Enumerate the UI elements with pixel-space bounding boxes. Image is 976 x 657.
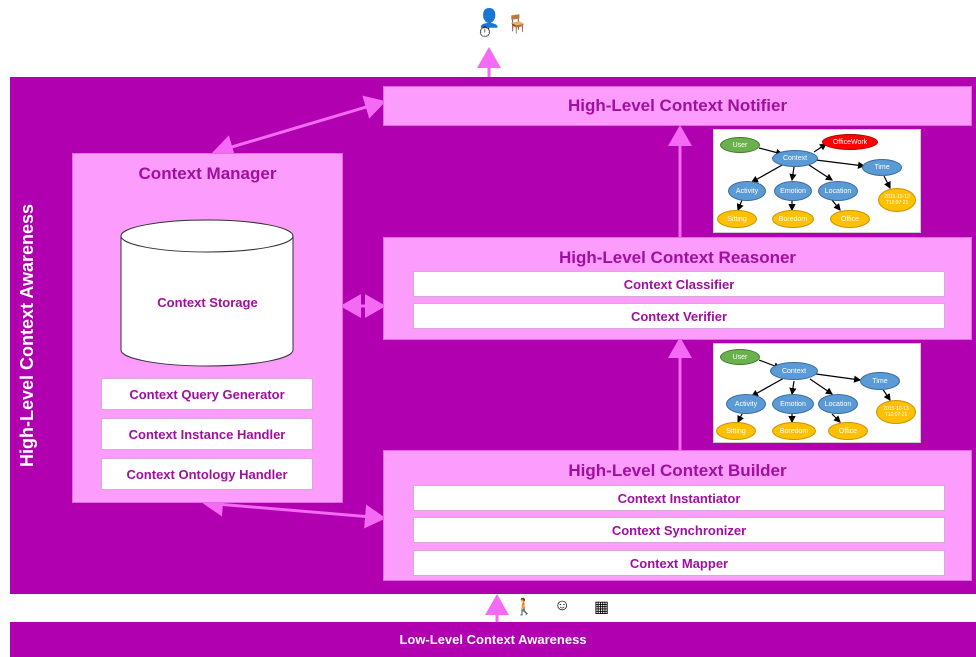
- context-instance-handler: Context Instance Handler: [101, 418, 313, 450]
- graph-node-activity: Activity: [726, 394, 766, 414]
- context-query-generator: Context Query Generator: [101, 378, 313, 410]
- graph-node-user: User: [720, 349, 760, 365]
- context-verifier: Context Verifier: [413, 303, 945, 329]
- graph-node-time: Time: [860, 372, 900, 390]
- graph-node-boredom: Boredom: [772, 210, 814, 228]
- context-mapper: Context Mapper: [413, 550, 945, 576]
- graph-node-location: Location: [818, 181, 858, 201]
- graph-node-context: Context: [770, 362, 818, 380]
- context-builder-title: High-Level Context Builder: [568, 461, 787, 480]
- context-notifier-title: High-Level Context Notifier: [567, 96, 788, 115]
- context-synchronizer: Context Synchronizer: [413, 517, 945, 543]
- graph-node-user: User: [720, 137, 760, 153]
- emotion-icon: ☺: [554, 597, 571, 614]
- context-reasoner-title: High-Level Context Reasoner: [558, 248, 797, 267]
- graph-node-time: Time: [862, 159, 902, 176]
- context-ontology-handler: Context Ontology Handler: [101, 458, 313, 490]
- person-desk-icon: 🪑: [506, 14, 529, 34]
- context-storage-cylinder: [120, 219, 294, 367]
- graph-node-activity: Activity: [728, 181, 766, 201]
- graph-node-boredom: Boredom: [772, 422, 816, 440]
- graph-node-timestamp: 2015-10-13 T10:07:21: [876, 400, 916, 424]
- person-clock-icon: 👤: [478, 8, 501, 28]
- graph-node-sitting: Sitting: [717, 210, 757, 228]
- context-graph-bottom: User Context Time Activity Emotion Locat…: [713, 343, 921, 443]
- graph-node-location: Location: [818, 394, 858, 414]
- clock-icon: ⏱: [479, 24, 491, 41]
- graph-node-emotion: Emotion: [772, 394, 814, 414]
- graph-node-timestamp: 2015-10-13 T10:07:21: [878, 188, 916, 212]
- context-graph-top: User OfficeWork Context Time Activity Em…: [713, 129, 921, 233]
- graph-node-context: Context: [772, 150, 818, 167]
- graph-node-office: Office: [828, 422, 868, 440]
- person-standing-icon: 🚶: [514, 599, 534, 616]
- low-level-bar: Low-Level Context Awareness: [10, 622, 976, 657]
- context-classifier: Context Classifier: [413, 271, 945, 297]
- arrow-cm-notifier: [212, 95, 386, 159]
- graph-node-emotion: Emotion: [774, 181, 812, 201]
- arrow-cm-builder: [202, 492, 386, 529]
- graph-node-office: Office: [830, 210, 870, 228]
- context-storage-label: Context Storage: [157, 295, 258, 310]
- graph-node-sitting: Sitting: [716, 422, 756, 440]
- graph-bottom-edges: [737, 359, 891, 424]
- building-icon: ▦: [594, 599, 610, 616]
- graph-node-officework: OfficeWork: [822, 134, 878, 150]
- context-instantiator: Context Instantiator: [413, 485, 945, 511]
- context-notifier: High-Level Context Notifier: [383, 86, 972, 126]
- context-manager-title: Context Manager: [138, 164, 277, 183]
